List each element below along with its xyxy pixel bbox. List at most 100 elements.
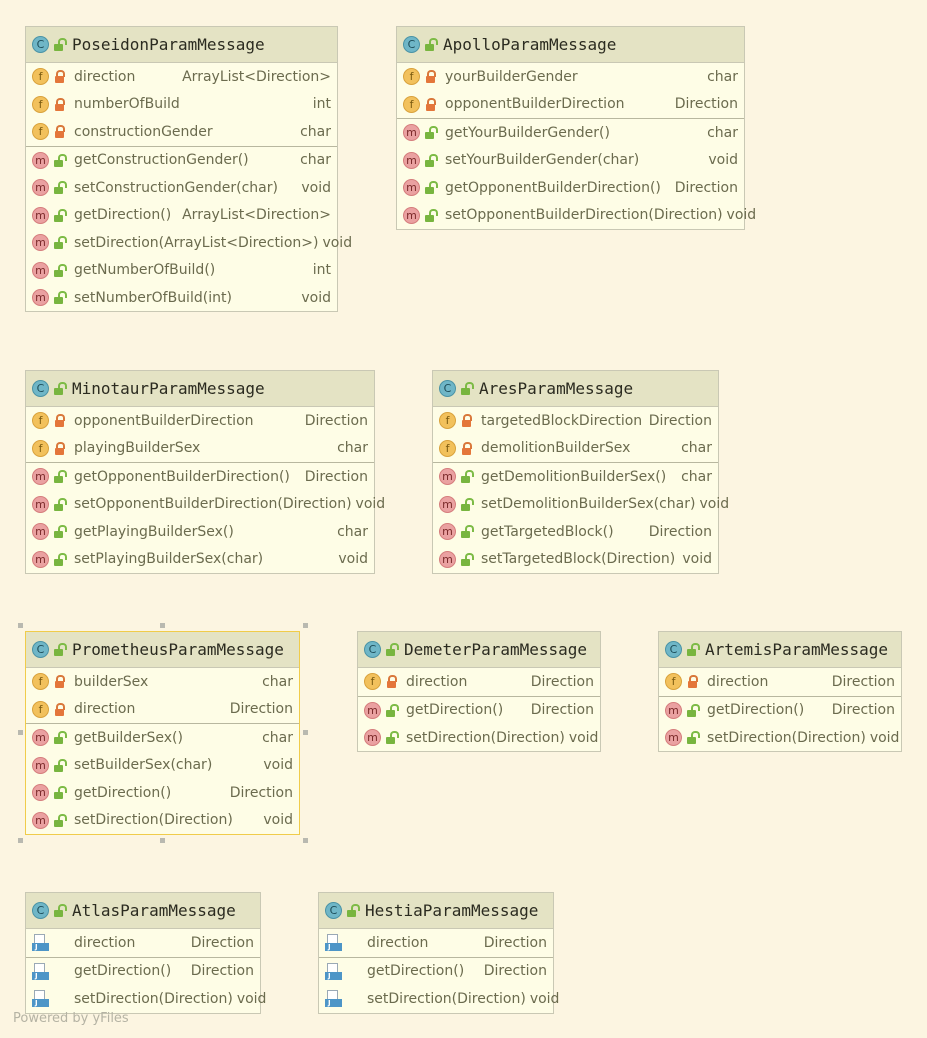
method-row[interactable]: m getPlayingBuilderSex() char — [26, 518, 374, 546]
powered-by-watermark: Powered by yFiles — [13, 1011, 129, 1026]
method-name: getNumberOfBuild() — [74, 262, 216, 279]
public-visibility-icon — [53, 263, 67, 277]
method-row[interactable]: m setDirection(Direction) void — [358, 724, 600, 752]
method-row[interactable]: m getBuilderSex() char — [26, 723, 299, 752]
method-return-type: ArrayList<Direction> — [182, 207, 331, 224]
method-name: getDirection() — [367, 963, 465, 980]
resize-handle-sw[interactable] — [18, 838, 23, 843]
class-node-ares[interactable]: C AresParamMessage f targetedBlockDirect… — [432, 370, 729, 574]
class-node-poseidon[interactable]: C PoseidonParamMessage f direction Array… — [25, 26, 352, 312]
method-row[interactable]: m getDemolitionBuilderSex() char — [433, 462, 718, 491]
resize-handle-w[interactable] — [18, 730, 23, 735]
method-row[interactable]: m setBuilderSex(char) void — [26, 752, 299, 780]
private-visibility-icon — [53, 125, 66, 139]
method-icon: m — [439, 523, 456, 541]
method-row[interactable]: m setConstructionGender(char) void — [26, 174, 337, 202]
class-node-artemis[interactable]: C ArtemisParamMessage f direction Direct… — [658, 631, 902, 752]
java-file-icon — [325, 962, 342, 980]
method-row[interactable]: m getYourBuilderGender() char — [397, 118, 744, 147]
method-row[interactable]: m getNumberOfBuild() int — [26, 257, 337, 285]
method-row[interactable]: m setOpponentBuilderDirection(Direction)… — [397, 202, 756, 230]
field-type: char — [681, 440, 712, 457]
public-visibility-icon — [686, 731, 700, 745]
method-icon: m — [32, 756, 49, 774]
method-row[interactable]: m getDirection() Direction — [659, 695, 901, 725]
field-icon: f — [403, 68, 420, 86]
method-row[interactable]: m setPlayingBuilderSex(char) void — [26, 546, 374, 574]
method-row[interactable]: m setOpponentBuilderDirection(Direction)… — [26, 491, 385, 519]
method-icon: m — [403, 124, 420, 142]
class-node-atlas[interactable]: C AtlasParamMessage direction Direction … — [25, 892, 266, 1014]
method-row[interactable]: m getDirection() ArrayList<Direction> — [26, 202, 337, 230]
method-return-type: void — [708, 152, 738, 169]
field-row[interactable]: f demolitionBuilderSex char — [433, 435, 718, 463]
method-row[interactable]: m setDirection(ArrayList<Direction>) voi… — [26, 229, 352, 257]
class-node-hestia[interactable]: C HestiaParamMessage direction Direction… — [318, 892, 559, 1014]
method-row[interactable]: m getOpponentBuilderDirection() Directio… — [26, 462, 374, 491]
field-row[interactable]: f targetedBlockDirection Direction — [433, 407, 718, 435]
method-name: setOpponentBuilderDirection(Direction) — [74, 496, 352, 513]
field-row[interactable]: f direction Direction — [26, 696, 299, 724]
method-return-type: void — [338, 551, 368, 568]
method-row[interactable]: m getConstructionGender() char — [26, 145, 337, 175]
field-name: direction — [74, 701, 136, 718]
class-node-apollo[interactable]: C ApolloParamMessage f yourBuilderGender… — [396, 26, 756, 230]
method-name: setTargetedBlock(Direction) — [481, 551, 676, 568]
resize-handle-ne[interactable] — [303, 623, 308, 628]
method-icon: m — [439, 468, 456, 486]
field-row[interactable]: f direction Direction — [659, 668, 901, 696]
method-name: setConstructionGender(char) — [74, 179, 278, 196]
method-icon: m — [32, 289, 49, 307]
method-row[interactable]: m setDirection(Direction) void — [659, 724, 901, 752]
class-title: AresParamMessage — [479, 379, 634, 398]
public-visibility-icon — [460, 382, 474, 395]
field-row[interactable]: f builderSex char — [26, 668, 299, 696]
field-row[interactable]: direction Direction — [319, 929, 553, 957]
field-row[interactable]: f opponentBuilderDirection Direction — [26, 407, 374, 435]
private-visibility-icon — [424, 97, 437, 111]
class-node-prometheus[interactable]: C PrometheusParamMessage f builderSex ch… — [25, 631, 300, 835]
field-row[interactable]: f numberOfBuild int — [26, 91, 337, 119]
method-row[interactable]: m getDirection() Direction — [26, 779, 299, 807]
public-visibility-icon — [53, 758, 67, 772]
method-row[interactable]: m setNumberOfBuild(int) void — [26, 284, 337, 312]
method-name: getPlayingBuilderSex() — [74, 523, 234, 540]
method-name: setDirection(Direction) — [74, 990, 233, 1007]
field-row[interactable]: f constructionGender char — [26, 118, 337, 146]
class-node-demeter[interactable]: C DemeterParamMessage f direction Direct… — [357, 631, 601, 752]
resize-handle-se[interactable] — [303, 838, 308, 843]
method-row[interactable]: m getTargetedBlock() Direction — [433, 518, 718, 546]
method-row[interactable]: m getOpponentBuilderDirection() Directio… — [397, 174, 744, 202]
field-name: opponentBuilderDirection — [74, 412, 254, 429]
class-icon: C — [439, 380, 456, 397]
method-row[interactable]: m setYourBuilderGender(char) void — [397, 147, 744, 175]
field-row[interactable]: direction Direction — [26, 929, 260, 957]
method-row[interactable]: m setDirection(Direction) void — [26, 807, 299, 835]
method-name: getConstructionGender() — [74, 152, 249, 169]
method-icon: m — [32, 206, 49, 224]
method-return-type: char — [337, 523, 368, 540]
field-row[interactable]: f direction Direction — [358, 668, 600, 696]
method-row[interactable]: m setDemolitionBuilderSex(char) void — [433, 491, 729, 519]
field-icon: f — [32, 673, 49, 691]
field-icon: f — [665, 673, 682, 691]
method-row[interactable]: setDirection(Direction) void — [26, 985, 266, 1013]
class-node-minotaur[interactable]: C MinotaurParamMessage f opponentBuilder… — [25, 370, 385, 574]
method-row[interactable]: getDirection() Direction — [26, 956, 260, 986]
method-row[interactable]: m setTargetedBlock(Direction) void — [433, 546, 718, 574]
field-row[interactable]: f direction ArrayList<Direction> — [26, 63, 337, 91]
resize-handle-nw[interactable] — [18, 623, 23, 628]
method-row[interactable]: setDirection(Direction) void — [319, 985, 559, 1013]
method-row[interactable]: m getDirection() Direction — [358, 695, 600, 725]
method-icon: m — [32, 550, 49, 568]
method-row[interactable]: getDirection() Direction — [319, 956, 553, 986]
public-visibility-icon — [686, 643, 700, 656]
class-header: C ArtemisParamMessage — [659, 632, 901, 668]
resize-handle-s[interactable] — [160, 838, 165, 843]
resize-handle-e[interactable] — [303, 730, 308, 735]
field-row[interactable]: f yourBuilderGender char — [397, 63, 744, 91]
resize-handle-n[interactable] — [160, 623, 165, 628]
field-row[interactable]: f opponentBuilderDirection Direction — [397, 91, 744, 119]
field-row[interactable]: f playingBuilderSex char — [26, 435, 374, 463]
method-name: getOpponentBuilderDirection() — [445, 179, 661, 196]
